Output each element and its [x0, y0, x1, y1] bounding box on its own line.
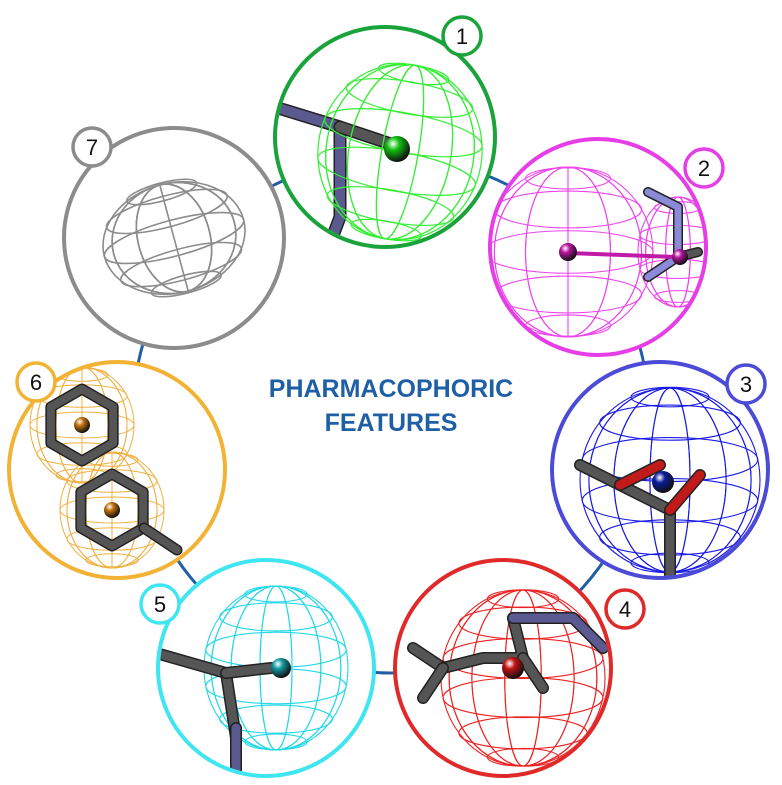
gray-feature-icon	[102, 178, 246, 298]
magenta-atom	[559, 243, 577, 261]
feature-1: 1	[273, 15, 497, 249]
feature-circle-border	[550, 360, 770, 580]
title-line-2: FEATURES	[324, 409, 458, 437]
title-line-1: PHARMACOPHORIC	[268, 375, 514, 403]
feature-4: 4	[393, 558, 646, 778]
feature-number: 3	[740, 372, 752, 397]
feature-circle-bg	[64, 128, 284, 348]
feature-number: 4	[619, 597, 631, 622]
feature-circle-border	[156, 558, 376, 778]
center-title: PHARMACOPHORIC FEATURES	[211, 372, 571, 440]
feature-number: 1	[456, 24, 468, 49]
feature-5: 5	[139, 558, 376, 778]
feature-number-badge: 4	[604, 588, 646, 630]
feature-number-badge: 3	[725, 363, 767, 405]
orange-aromatic-feature-icon	[29, 366, 183, 569]
magenta-atom	[672, 249, 688, 265]
orange-atom	[104, 502, 120, 518]
cyan-atom	[271, 658, 291, 678]
green-atom	[384, 136, 410, 162]
magenta-feature-icon	[492, 166, 704, 338]
feature-number: 7	[86, 135, 98, 160]
feature-2: 2	[488, 137, 725, 357]
feature-7: 7	[62, 126, 286, 350]
feature-number-badge: 2	[683, 147, 725, 189]
red-feature-icon	[407, 589, 609, 767]
feature-3: 3	[550, 360, 770, 580]
green-feature-icon	[277, 62, 483, 245]
feature-number-badge: 7	[71, 126, 113, 168]
feature-circle-border	[62, 126, 286, 350]
mesh-sphere	[203, 585, 349, 751]
mesh-sphere	[440, 589, 606, 767]
red-atom	[502, 657, 524, 679]
blue-atom	[652, 471, 674, 493]
feature-circle-border	[488, 137, 708, 357]
feature-number-badge: 1	[441, 15, 483, 57]
blue-feature-icon	[574, 386, 761, 576]
feature-number-badge: 5	[139, 583, 181, 625]
feature-number: 5	[154, 592, 166, 617]
mesh-sphere	[102, 178, 246, 298]
feature-number: 6	[30, 370, 42, 395]
feature-circle-border	[393, 558, 613, 778]
feature-circle-border	[7, 360, 227, 580]
feature-6: 6	[7, 360, 227, 580]
feature-circle-border	[273, 25, 497, 249]
feature-number: 2	[698, 156, 710, 181]
feature-number-badge: 6	[15, 361, 57, 403]
orange-atom	[74, 417, 90, 433]
